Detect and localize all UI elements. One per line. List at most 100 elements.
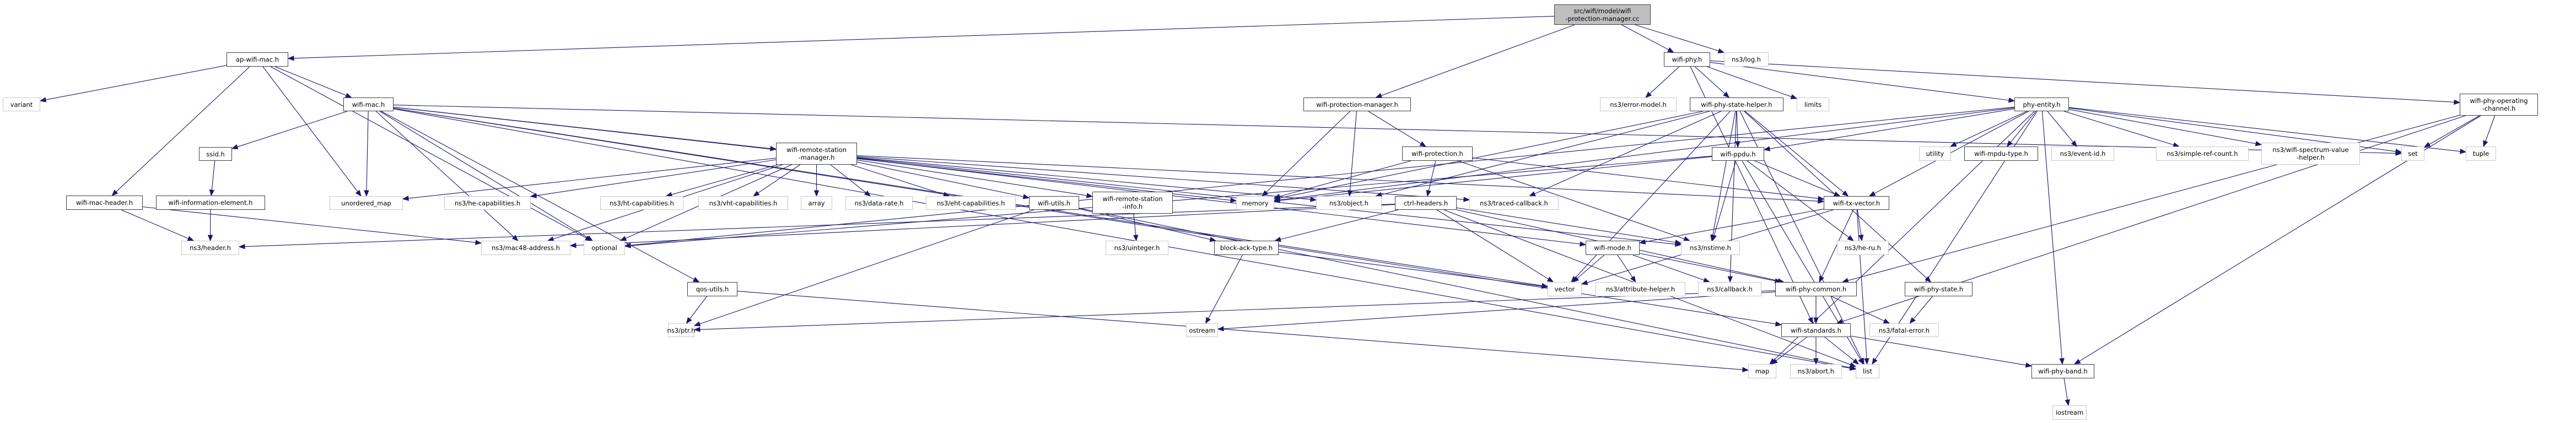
edge-wifi-phy-operating-channel-to-tuple — [2483, 115, 2496, 148]
arrowhead-icon — [1858, 357, 1864, 365]
edge-line — [536, 159, 777, 196]
node-root[interactable]: src/wifi/model/wifi -protection-manager.… — [1554, 4, 1651, 25]
node-ns3-fatal-error: ns3/fatal-error.h — [1869, 323, 1939, 337]
arrowhead-icon — [770, 146, 777, 151]
node-wifi-phy-state[interactable]: wifi-phy-state.h — [1905, 282, 1973, 296]
edge-line — [1695, 66, 1726, 94]
edge-line — [2068, 107, 2461, 152]
node-qos-utils[interactable]: qos-utils.h — [687, 282, 737, 296]
edge-wifi-tx-vector-to-ns3-he-ru — [1857, 209, 1864, 242]
edge-wifi-remote-station-manager-to-ns3-object — [856, 157, 1317, 202]
edge-line — [575, 204, 1395, 246]
arrowhead-icon — [1310, 197, 1317, 202]
node-ns3-attribute-helper: ns3/attribute-helper.h — [1596, 282, 1685, 296]
edge-wifi-remote-station-manager-to-unordered-map — [402, 158, 777, 201]
edge-wifi-mac-header-to-ns3-mac48-address — [142, 206, 482, 245]
arrowhead-icon — [1868, 191, 1876, 197]
edge-line — [699, 209, 1034, 324]
node-wifi-protection[interactable]: wifi-protection.h — [1402, 147, 1473, 161]
arrowhead-icon — [1205, 317, 1211, 324]
edge-line — [211, 160, 215, 191]
node-utility: utility — [1919, 147, 1951, 161]
node-block-ack-type[interactable]: block-ack-type.h — [1214, 241, 1279, 255]
edge-line — [2041, 111, 2062, 359]
edge-line — [121, 209, 189, 239]
edge-line — [1428, 160, 1436, 191]
edge-wifi-phy-to-wifi-phy-operating-channel — [1710, 60, 2461, 105]
node-wifi-standards[interactable]: wifi-standards.h — [1781, 323, 1851, 337]
edge-line — [274, 66, 347, 96]
node-wifi-phy-state-helper[interactable]: wifi-phy-state-helper.h — [1690, 97, 1783, 111]
edge-wifi-standards-to-list — [1824, 337, 1860, 365]
edge-wifi-mac-to-wifi-standards — [393, 108, 1782, 327]
node-wifi-mac-header[interactable]: wifi-mac-header.h — [66, 196, 143, 210]
edge-wifi-mac-to-unordered-map — [364, 111, 369, 197]
node-ns3-event-id: ns3/event-id.h — [2051, 147, 2114, 161]
edge-wifi-remote-station-manager-to-ns3-vht-capabilities — [752, 164, 801, 197]
edge-wifi-phy-state-helper-to-wifi-tx-vector — [1744, 111, 1849, 197]
edge-line — [1456, 207, 1676, 243]
edge-line — [1381, 111, 1710, 196]
node-ssid[interactable]: ssid.h — [199, 147, 232, 161]
edge-line — [1713, 160, 1737, 236]
node-wifi-ppdu[interactable]: wifi-ppdu.h — [1712, 147, 1764, 161]
edge-wifi-mac-to-list — [393, 109, 1857, 371]
arrowhead-icon — [1852, 358, 1860, 365]
arrowhead-icon — [2025, 362, 2033, 368]
arrowhead-icon — [364, 190, 369, 197]
node-phy-entity[interactable]: phy-entity.h — [2014, 97, 2069, 111]
node-wifi-phy-operating-channel[interactable]: wifi-phy-operating -channel.h — [2460, 94, 2538, 116]
arrowhead-icon — [693, 321, 701, 327]
edge-line — [379, 111, 588, 238]
node-wifi-phy[interactable]: wifi-phy.h — [1664, 52, 1710, 67]
arrowhead-icon — [1639, 239, 1646, 245]
edge-line — [689, 296, 708, 319]
edge-line — [2047, 111, 2074, 143]
edge-wifi-standards-to-map — [1771, 337, 1807, 365]
edge-wifi-protection-manager-to-memory — [1262, 111, 1350, 197]
node-wifi-mpdu-type[interactable]: wifi-mpdu-type.h — [1964, 147, 2038, 161]
arrowhead-icon — [1790, 94, 1798, 99]
edge-line — [1577, 254, 1605, 279]
node-wifi-tx-vector[interactable]: wifi-tx-vector.h — [1824, 196, 1889, 210]
arrowhead-icon — [1711, 234, 1717, 242]
edge-wifi-phy-state-helper-to-ns3-traced-callback — [1528, 111, 1722, 197]
edge-wifi-remote-station-manager-to-ns3-he-capabilities — [530, 159, 777, 198]
arrowhead-icon — [2454, 99, 2461, 105]
arrowhead-icon — [1925, 276, 1932, 283]
arrowhead-icon — [1217, 326, 1224, 332]
node-ns3-uinteger: ns3/uinteger.h — [1106, 241, 1168, 255]
arrowhead-icon — [39, 97, 47, 102]
arrowhead-icon — [530, 193, 537, 198]
arrowhead-icon — [1909, 317, 1916, 324]
edge-line — [237, 111, 348, 148]
edge-line — [1632, 254, 1705, 281]
node-wifi-remote-station-manager[interactable]: wifi-remote-station -manager.h — [776, 143, 857, 165]
edge-wifi-remote-station-manager-to-array — [813, 165, 820, 197]
node-wifi-mac[interactable]: wifi-mac.h — [343, 97, 394, 111]
node-wifi-protection-manager[interactable]: wifi-protection-manager.h — [1303, 97, 1411, 111]
node-wifi-mode[interactable]: wifi-mode.h — [1586, 241, 1640, 255]
arrowhead-icon — [1771, 358, 1778, 365]
edge-wifi-mac-to-ns3-mac48-address — [375, 111, 519, 241]
node-wifi-phy-band[interactable]: wifi-phy-band.h — [2031, 364, 2094, 378]
node-wifi-utils[interactable]: wifi-utils.h — [1029, 196, 1079, 210]
edge-line — [850, 164, 945, 195]
edge-line — [244, 204, 1395, 247]
arrowhead-icon — [1763, 146, 1771, 151]
node-wifi-phy-common[interactable]: wifi-phy-common.h — [1775, 282, 1857, 296]
arrowhead-icon — [2395, 149, 2402, 154]
arrowhead-icon — [2423, 142, 2431, 148]
edge-wifi-phy-state-helper-to-vector — [1571, 111, 1731, 283]
node-wifi-remote-station-info[interactable]: wifi-remote-station -info.h — [1092, 192, 1173, 214]
node-limits: limits — [1797, 97, 1829, 111]
arrowhead-icon — [1133, 235, 1139, 242]
edge-line — [856, 161, 1024, 197]
arrowhead-icon — [1818, 196, 1825, 201]
node-wifi-information-element[interactable]: wifi-information-element.h — [156, 196, 265, 210]
node-map: map — [1748, 364, 1776, 378]
node-ap-wifi-mac[interactable]: ap-wifi-mac.h — [227, 52, 288, 67]
node-ctrl-headers[interactable]: ctrl-headers.h — [1395, 196, 1457, 210]
arrowhead-icon — [2255, 140, 2262, 147]
